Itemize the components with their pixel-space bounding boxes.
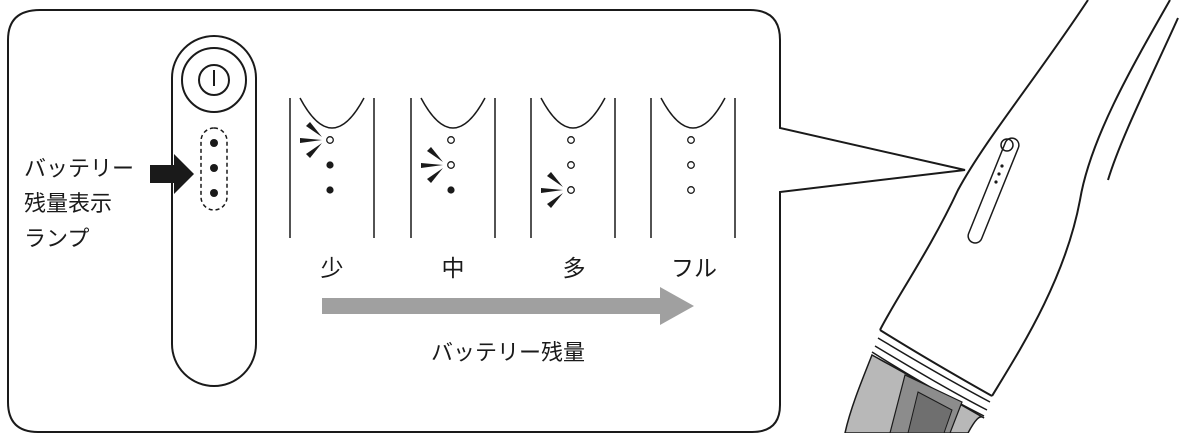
lamp-dot (210, 189, 218, 197)
lamp-dot (210, 139, 218, 147)
level-label-medium: 中 (442, 256, 465, 282)
axis-label: バッテリー残量 (431, 341, 585, 366)
lamp-dot-off (326, 136, 334, 144)
blink-indicator (421, 147, 443, 183)
blink-indicator (541, 172, 563, 208)
device-power-button (1000, 138, 1014, 152)
lamp-dot-off (567, 161, 575, 169)
lamp-dot-off (687, 136, 695, 144)
level-label-low: 少 (321, 256, 344, 282)
control-panel-body (171, 35, 257, 387)
battery-level-arrow (322, 287, 694, 325)
lamp-dot-off (687, 186, 695, 194)
lamp-dot-off (687, 161, 695, 169)
power-button-arc (540, 97, 606, 129)
callout-bubble (7, 9, 966, 433)
power-button-arc (299, 97, 365, 129)
battery-level-panel-medium (410, 97, 496, 238)
power-button (181, 47, 247, 113)
lamp-label-line: ランプ (24, 227, 89, 252)
lamp-pointer-arrow (150, 154, 194, 194)
battery-level-panel-full (650, 97, 736, 238)
lamp-label-line: バッテリー (24, 157, 134, 182)
device-control-strip (967, 137, 1020, 244)
indicator-lamp-outline (200, 127, 228, 211)
level-label-full: フル (671, 256, 717, 282)
power-button-arc (420, 97, 486, 129)
lamp-dot-lit (447, 186, 455, 194)
battery-level-panel-high (530, 97, 616, 238)
power-button-arc (660, 97, 726, 129)
control-panel (171, 35, 257, 387)
battery-level-panels (289, 97, 736, 238)
lamp-dot-off (567, 186, 575, 194)
blink-indicator (300, 122, 322, 158)
clipper-device (844, 0, 1179, 433)
lamp-label: バッテリー 残量表示 ランプ (24, 157, 141, 252)
level-label-high: 多 (563, 256, 586, 282)
lamp-dot-off (447, 136, 455, 144)
lamp-dot-lit (326, 161, 334, 169)
battery-level-panel-low (289, 97, 375, 238)
lamp-label-line: 残量表示 (24, 192, 112, 217)
lamp-dot-off (447, 161, 455, 169)
lamp-dot-lit (326, 186, 334, 194)
lamp-dot-off (567, 136, 575, 144)
lamp-dot (210, 164, 218, 172)
